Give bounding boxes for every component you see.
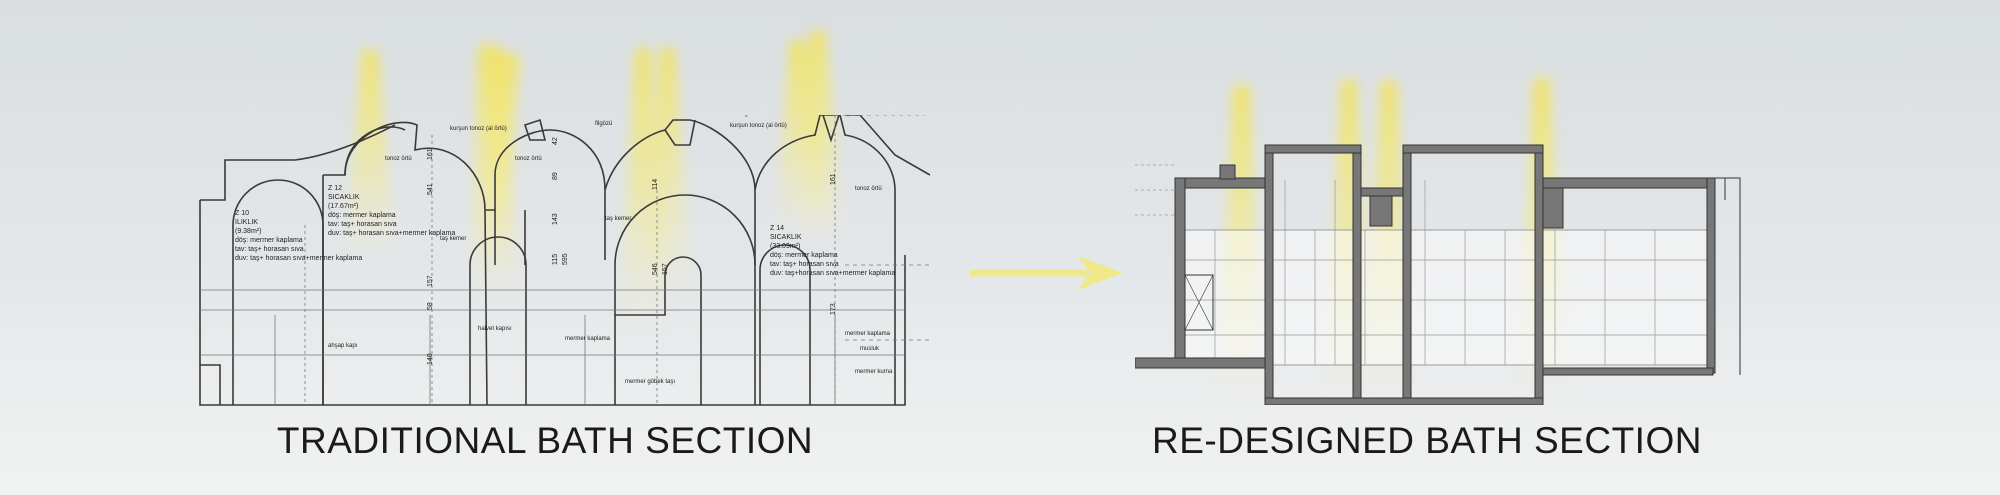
annotation: mermer kaplama bbox=[845, 331, 891, 337]
zone-label-z10: Z 10 ILIKLIK (9.38m²) döş: mermer kaplam… bbox=[235, 210, 362, 262]
arrow-icon bbox=[970, 256, 1123, 290]
annotation: ahşap kapı bbox=[328, 343, 358, 349]
annotation: taş kemer bbox=[605, 216, 631, 222]
dimension: 157 bbox=[662, 263, 669, 275]
traditional-section-title: TRADITIONAL BATH SECTION bbox=[276, 420, 814, 461]
annotation: mermer göbek taşı bbox=[625, 379, 675, 385]
annotation: tonoz örtü bbox=[855, 186, 882, 192]
light-beam bbox=[650, 48, 690, 300]
annotation: mermer kurna bbox=[855, 369, 893, 375]
dimension: 546 bbox=[652, 263, 659, 275]
zone-label-z14: Z 14 SICAKLIK (33.09m²) döş: mermer kapl… bbox=[770, 225, 895, 277]
dimension: 89 bbox=[552, 172, 559, 180]
dimension: 143 bbox=[552, 213, 559, 225]
light-beam bbox=[345, 50, 395, 260]
light-beam bbox=[800, 30, 845, 240]
dimension: 42 bbox=[552, 137, 559, 145]
traditional-section-drawing: Z 10 ILIKLIK (9.38m²) döş: mermer kaplam… bbox=[199, 115, 931, 406]
dimension: 58 bbox=[427, 302, 434, 310]
light-beam bbox=[1218, 85, 1262, 395]
dimension: 115 bbox=[552, 254, 559, 265]
dimension: 114 bbox=[652, 179, 659, 190]
dimension: 161 bbox=[830, 173, 837, 185]
dimension: 140 bbox=[427, 353, 434, 365]
dimension: 541 bbox=[427, 183, 434, 195]
light-beam bbox=[1365, 80, 1410, 395]
redesigned-section-drawing bbox=[1135, 144, 1741, 405]
annotation: mermer kaplama bbox=[565, 336, 611, 342]
annotation: filgözü bbox=[740, 115, 757, 117]
redesigned-section-title: RE-DESIGNED BATH SECTION bbox=[1152, 420, 1702, 461]
dimension: 595 bbox=[562, 253, 569, 265]
annotation: filgözü bbox=[595, 121, 612, 127]
annotation: kurşun tonoz (al örtü) bbox=[730, 123, 787, 129]
annotation: halvet kapısı bbox=[478, 326, 512, 332]
zone-label-z12: Z 12 SICAKLIK (17.67m²) döş: mermer kapl… bbox=[328, 185, 455, 237]
annotation: tonoz örtü bbox=[385, 156, 412, 162]
annotation: tonoz örtü bbox=[515, 156, 542, 162]
dimension: 157 bbox=[427, 275, 434, 287]
light-beam bbox=[480, 50, 520, 280]
annotation: taş kemer bbox=[440, 236, 466, 242]
annotation: musluk bbox=[860, 346, 880, 352]
dimension: 173 bbox=[830, 303, 837, 315]
annotation: kurşun tonoz (al örtü) bbox=[450, 126, 507, 132]
dimension: 161 bbox=[427, 148, 434, 160]
